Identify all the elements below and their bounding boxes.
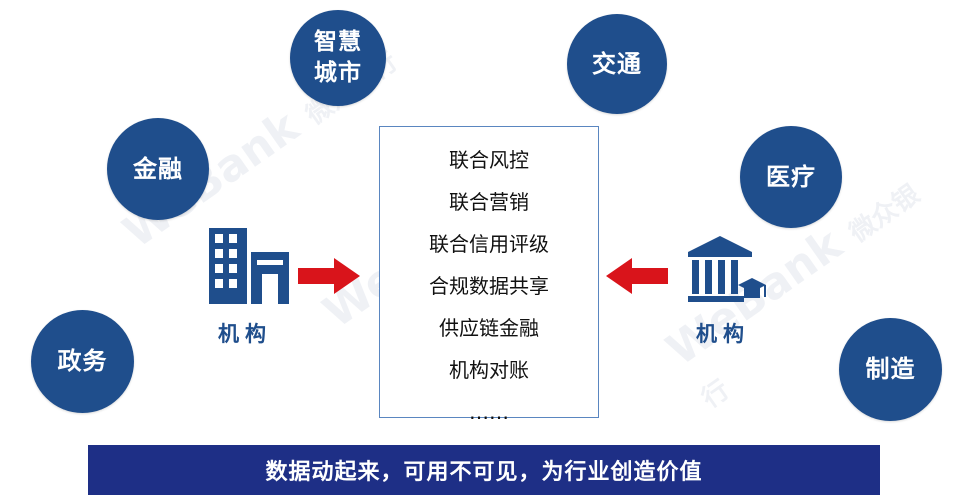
bank-building-icon (688, 236, 766, 302)
center-service-box: 联合风控 联合营销 联合信用评级 合规数据共享 供应链金融 机构对账 …… (379, 126, 599, 424)
circle-finance: 金融 (107, 118, 209, 220)
right-institution-label: 机构 (696, 322, 750, 346)
service-item: 机构对账 (449, 358, 529, 382)
circle-government-label: 政务 (57, 347, 108, 376)
circle-medical-label: 医疗 (766, 162, 816, 191)
circle-government: 政务 (31, 310, 134, 413)
service-item: 供应链金融 (439, 316, 539, 340)
center-service-list: 联合风控 联合营销 联合信用评级 合规数据共享 供应链金融 机构对账 …… (380, 139, 598, 433)
circle-finance-label: 金融 (133, 154, 183, 183)
service-item: 合规数据共享 (429, 274, 549, 298)
arrow-right-icon (298, 258, 360, 294)
left-institution-label: 机构 (218, 322, 272, 346)
circle-manufacturing: 制造 (839, 318, 942, 421)
circle-smart-city-line1: 智慧 (314, 28, 362, 55)
circle-smart-city-line2: 城市 (314, 60, 362, 86)
circle-transport: 交通 (567, 14, 667, 114)
service-item-ellipsis: …… (469, 400, 509, 424)
circle-medical: 医疗 (740, 126, 842, 228)
circle-manufacturing-label: 制造 (865, 355, 916, 384)
bottom-banner: 数据动起来，可用不可见，为行业创造价值 (88, 445, 880, 495)
service-item: 联合风控 (449, 148, 529, 172)
circle-smart-city: 智慧 城市 (290, 10, 386, 106)
office-building-icon (209, 228, 289, 304)
service-item: 联合信用评级 (429, 232, 549, 256)
service-item: 联合营销 (449, 190, 529, 214)
circle-transport-label: 交通 (592, 49, 642, 78)
bottom-banner-text: 数据动起来，可用不可见，为行业创造价值 (265, 460, 703, 485)
arrow-left-icon (606, 258, 668, 294)
